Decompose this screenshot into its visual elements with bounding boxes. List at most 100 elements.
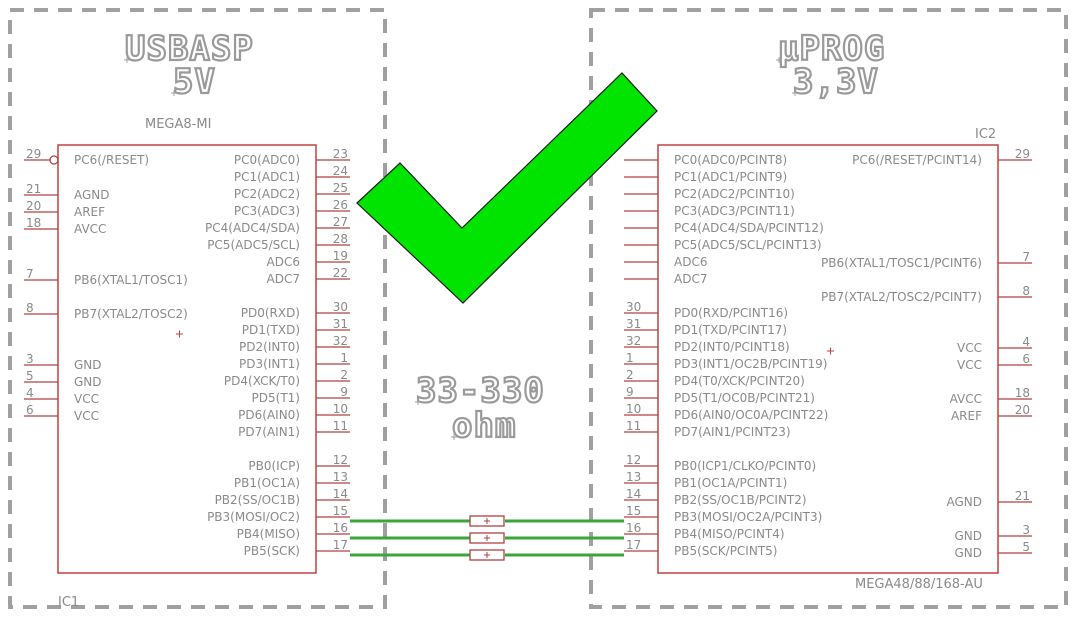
ic1-body xyxy=(57,144,317,574)
pin-name: PC6(/RESET/PCINT14) xyxy=(852,153,982,167)
pin-number: 12 xyxy=(626,453,641,467)
pin-number: 21 xyxy=(1015,489,1030,503)
pin-number: 1 xyxy=(626,351,634,365)
pin-number: 9 xyxy=(626,385,634,399)
pin-name: GND xyxy=(74,358,102,372)
pin-name: PD7(AIN1) xyxy=(238,425,300,439)
pin-name: PC5(ADC5/SCL/PCINT13) xyxy=(674,238,822,252)
ic2-right-pin: 29 PC6(/RESET/PCINT14) xyxy=(852,147,1032,167)
ic1-left-pin: 7 PB6(XTAL1/TOSC1) xyxy=(24,267,188,287)
pin-name: PC4(ADC4/SDA/PCINT12) xyxy=(674,221,824,235)
pin-name: PB3(MOSI/OC2A/PCINT3) xyxy=(674,510,822,524)
pin-number: 10 xyxy=(626,402,641,416)
ic2-left-pin: 32 PD2(INT0/PCINT18) xyxy=(624,334,790,354)
pin-name: PB6(XTAL1/TOSC1) xyxy=(74,273,188,287)
pin-name: PB5(SCK/PCINT5) xyxy=(674,544,777,558)
left-frame-title: USBASP xyxy=(125,29,254,69)
pin-name: PD0(RXD) xyxy=(241,306,300,320)
resistor-unit-note: ohm xyxy=(452,406,516,446)
pin-name: PC5(ADC5/SCL) xyxy=(207,238,300,252)
pin-name: PD2(INT0/PCINT18) xyxy=(674,340,790,354)
ic2-left-pin: PC2(ADC2/PCINT10) xyxy=(624,187,795,201)
pin-number: 25 xyxy=(333,181,348,195)
pin-number: 6 xyxy=(26,403,34,417)
pin-name: PD4(XCK/T0) xyxy=(224,374,300,388)
pin-number: 17 xyxy=(626,538,641,552)
pin-number: 7 xyxy=(26,267,34,281)
pin-name: PD1(TXD/PCINT17) xyxy=(674,323,787,337)
pin-name: ADC6 xyxy=(674,255,707,269)
pin-name: ADC6 xyxy=(267,255,300,269)
pin-name: PB3(MOSI/OC2) xyxy=(207,510,300,524)
pin-number: 4 xyxy=(26,386,34,400)
pin-number: 16 xyxy=(626,521,641,535)
left-frame-voltage: 5V xyxy=(173,62,216,102)
pin-name: ADC7 xyxy=(674,272,707,286)
pin-name: VCC xyxy=(957,341,982,355)
left-frame xyxy=(8,8,387,609)
pin-number: 18 xyxy=(26,216,41,230)
pin-name: VCC xyxy=(957,358,982,372)
pin-name: GND xyxy=(74,375,102,389)
pin-number: 29 xyxy=(1015,147,1030,161)
pin-name: AREF xyxy=(951,409,982,423)
pin-name: PC0(ADC0) xyxy=(234,153,300,167)
pin-number: 16 xyxy=(333,521,348,535)
pin-name: PB7(XTAL2/TOSC2) xyxy=(74,307,188,321)
pin-number: 32 xyxy=(626,334,641,348)
pin-name: PB7(XTAL2/TOSC2/PCINT7) xyxy=(821,290,982,304)
pin-number: 14 xyxy=(333,487,348,501)
pin-number: 18 xyxy=(1015,386,1030,400)
origin-markers xyxy=(124,57,798,440)
pin-name: PD2(INT0) xyxy=(239,340,300,354)
resistor-miso xyxy=(469,532,505,544)
pin-name: PB1(OC1A) xyxy=(234,476,300,490)
pin-number: 7 xyxy=(1022,250,1030,264)
check-mark-icon xyxy=(356,72,658,304)
pin-number: 3 xyxy=(26,352,34,366)
right-frame xyxy=(589,8,1068,609)
inverter-bubble xyxy=(49,155,59,165)
pin-number: 23 xyxy=(333,147,348,161)
pin-name: PD1(TXD) xyxy=(242,323,300,337)
pin-number: 30 xyxy=(333,300,348,314)
pin-name: PC3(ADC3) xyxy=(234,204,300,218)
pin-name: PC3(ADC3/PCINT11) xyxy=(674,204,795,218)
pin-number: 10 xyxy=(333,402,348,416)
ic1-left-pin: 6 VCC xyxy=(24,403,99,423)
pin-name: PD6(AIN0) xyxy=(238,408,300,422)
pin-number: 13 xyxy=(626,470,641,484)
pin-number: 29 xyxy=(26,147,41,161)
pin-name: PD5(T1) xyxy=(252,391,300,405)
pin-name: VCC xyxy=(74,409,99,423)
pin-name: AGND xyxy=(74,188,110,202)
